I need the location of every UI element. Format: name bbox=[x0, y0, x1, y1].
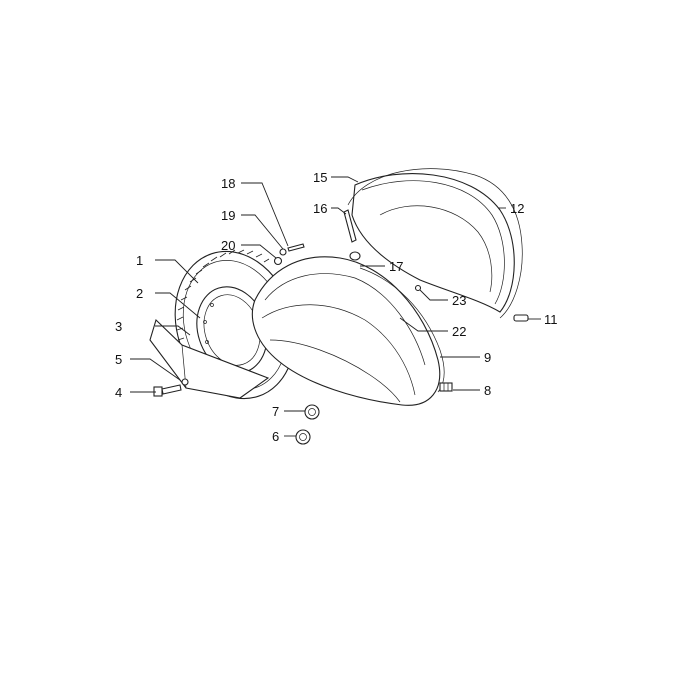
callout-9: 9 bbox=[484, 350, 491, 365]
plug-drawing bbox=[349, 251, 361, 261]
callout-3: 3 bbox=[115, 319, 122, 334]
leader-lines bbox=[130, 176, 541, 437]
washer-drawing bbox=[181, 378, 189, 386]
callout-16: 16 bbox=[313, 201, 327, 216]
nut-7-drawing bbox=[304, 404, 320, 420]
callout-23: 23 bbox=[452, 293, 466, 308]
clip-drawing bbox=[414, 284, 422, 292]
callout-7: 7 bbox=[272, 404, 279, 419]
callout-2: 2 bbox=[136, 286, 143, 301]
callout-8: 8 bbox=[484, 383, 491, 398]
trim-strip-drawing bbox=[359, 267, 445, 393]
callout-19: 19 bbox=[221, 208, 235, 223]
rod-drawing bbox=[343, 209, 357, 243]
callout-20: 20 bbox=[221, 238, 235, 253]
callout-1: 1 bbox=[136, 253, 143, 268]
bolt-drawing bbox=[153, 384, 182, 397]
callout-5: 5 bbox=[115, 352, 122, 367]
nut-6-drawing bbox=[295, 429, 311, 445]
callout-17: 17 bbox=[389, 259, 403, 274]
pin-drawing bbox=[513, 314, 529, 322]
callout-4: 4 bbox=[115, 385, 122, 400]
callout-labels: 1 2 3 4 5 6 7 8 9 11 12 15 16 17 18 19 2… bbox=[115, 170, 558, 444]
callout-11: 11 bbox=[544, 312, 558, 327]
nut-20-drawing bbox=[273, 256, 283, 266]
inner-cover-drawing bbox=[351, 173, 515, 313]
callout-18: 18 bbox=[221, 176, 235, 191]
callout-22: 22 bbox=[452, 324, 466, 339]
screw-18-drawing bbox=[287, 243, 305, 252]
valve-drawing bbox=[439, 382, 453, 392]
callout-15: 15 bbox=[313, 170, 327, 185]
callout-6: 6 bbox=[272, 429, 279, 444]
callout-12: 12 bbox=[510, 201, 524, 216]
washer-19-drawing bbox=[279, 248, 287, 256]
edge-strip-drawing bbox=[347, 168, 523, 319]
wheel-cover-drawing bbox=[251, 256, 441, 406]
